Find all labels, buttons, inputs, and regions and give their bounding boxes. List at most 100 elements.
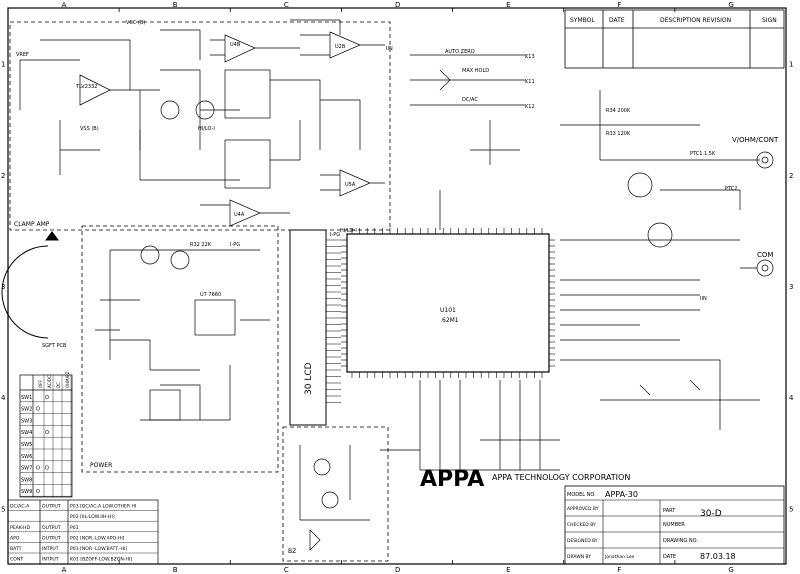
switch-col-header: OFF (38, 380, 43, 388)
ic-part: 62M1 (442, 317, 459, 324)
border-grid-marks (118, 8, 676, 564)
border-row-left: 1 (1, 61, 5, 69)
u5a-label: U5A (345, 182, 356, 188)
k12-label: K12 (525, 104, 535, 110)
io-direction: INTPUT (42, 546, 59, 552)
border-col-top: F (617, 1, 621, 9)
io-name: PEAK-HD (10, 525, 30, 531)
iin-right-label: IIN (700, 296, 707, 302)
switch-mark: O (36, 466, 40, 472)
io-description: P03 [NOR.-LOW.BATT.-HI] (70, 546, 127, 552)
border-col-bottom: G (728, 566, 733, 574)
i-pg-power-label: I-PG (230, 242, 240, 248)
rev-col-symbol: SYMBOL (570, 17, 595, 24)
k11-label: K11 (525, 79, 535, 85)
u4a-label: U4A (234, 212, 245, 218)
ptc1-label: PTC1 1.5K (690, 151, 716, 157)
auto-zero-label: AUTO ZERO (445, 49, 475, 55)
main-ic-body (346, 233, 550, 373)
clamp-amp-label: CLAMP AMP (14, 221, 50, 228)
switch-row-label: SW5 (21, 442, 32, 448)
border-row-right: 2 (789, 172, 793, 180)
border-col-bottom: A (62, 566, 67, 574)
r33-label: R33 120K (606, 131, 631, 137)
switch-col-header: OHM/BZ (65, 371, 70, 388)
vcc-b-top: VCC (B) (126, 20, 145, 26)
io-direction: INTPUT (42, 557, 59, 563)
switch-mark: O (45, 395, 49, 401)
v-ohm-cont-label: V/OHM/CONT (732, 136, 779, 144)
title-block: APPA APPA TECHNOLOGY CORPORATION MODEL N… (420, 467, 785, 565)
ptc2-label: PTC2 (725, 186, 737, 192)
switch-row-label: SW9 (21, 489, 32, 495)
io-name: DC/AC-A (10, 504, 30, 510)
border-col-bottom: F (617, 566, 621, 574)
drawn-label: DRAWN BY (567, 554, 591, 560)
vref-label: VREF (16, 52, 29, 58)
border-col-top: C (284, 1, 289, 9)
buzzer-block (282, 426, 389, 562)
sheet-border (7, 7, 787, 565)
switch-mark: O (36, 407, 40, 413)
io-description: P02 [NOR.-LOW.APO-HI] (70, 535, 125, 541)
switch-row-label: SW6 (21, 454, 32, 460)
io-name: BATT (10, 546, 22, 552)
i-pg-left-label: I-PG (330, 232, 340, 238)
io-description: P01 (70, 525, 79, 531)
border-col-top: G (728, 1, 733, 9)
bz-label: BZ (288, 548, 296, 555)
hi-lo-i-bottom: HI/LO-I (340, 228, 357, 234)
date-label: DATE (663, 554, 676, 560)
switch-row-label: SW8 (21, 477, 32, 483)
front-end-wiring (380, 54, 774, 471)
sgft-label: SGFT PCB (42, 343, 67, 349)
drawn-name: Jonathan Lee (604, 554, 635, 560)
ic-pins (341, 228, 555, 378)
power-block (81, 225, 279, 473)
io-name: APO (10, 535, 20, 541)
border-row-right: 3 (789, 283, 793, 291)
max-hold-label: MAX HOLD (462, 68, 489, 74)
company-name: APPA TECHNOLOGY CORPORATION (492, 473, 630, 482)
border-row-left: 3 (1, 283, 5, 291)
io-direction: OUTPUT (42, 504, 61, 510)
r34-label: R34 200K (606, 108, 631, 114)
sgft-sensor (1, 231, 59, 339)
revision-block: SYMBOL DATE DESCRIPTION REVISION SIGN (564, 9, 785, 69)
switch-mark: O (36, 489, 40, 495)
part-label: PART (663, 508, 676, 514)
com-label: COM (757, 251, 773, 259)
front-end-labels: AUTO ZERO MAX HOLD DC/AC K13 K11 K12 V/O… (330, 49, 779, 302)
border-row-right: 5 (789, 505, 793, 513)
io-description: K01 [BZOFF-LOW.BZON-HI] (70, 557, 132, 563)
u7-label: U7 7660 (200, 292, 221, 298)
part-number: 30-D (700, 509, 722, 519)
io-direction: OUTPUT (42, 535, 61, 541)
u2b-label: U2B (335, 44, 346, 50)
border-row-left: 5 (1, 505, 5, 513)
k13-label: K13 (525, 54, 535, 60)
border-row-right: 4 (789, 394, 794, 402)
io-name: CONT (10, 557, 23, 563)
hi-lo-i-label: HI/LO-I (198, 126, 215, 132)
border-col-top: B (173, 1, 178, 9)
power-labels: U7 7660 R32 22K I-PG (190, 242, 240, 298)
io-description: P03 [DC/AC-A LOW.OTHER HI (70, 504, 136, 510)
brand-logo: APPA (420, 467, 484, 492)
border-row-left: 2 (1, 172, 5, 180)
border-col-bottom: E (506, 566, 510, 574)
switch-row-label: SW2 (21, 407, 32, 413)
border-col-top: A (62, 1, 67, 9)
border-col-top: E (506, 1, 510, 9)
border-col-bottom: D (395, 566, 400, 574)
switch-mark: O (45, 430, 49, 436)
switch-row-label: SW4 (21, 430, 32, 436)
checked-label: CHECKED BY (567, 522, 596, 528)
vss-b-left: VSS (B) (80, 126, 99, 132)
iin-label: IIN (386, 46, 393, 52)
lcd-box (289, 229, 327, 426)
